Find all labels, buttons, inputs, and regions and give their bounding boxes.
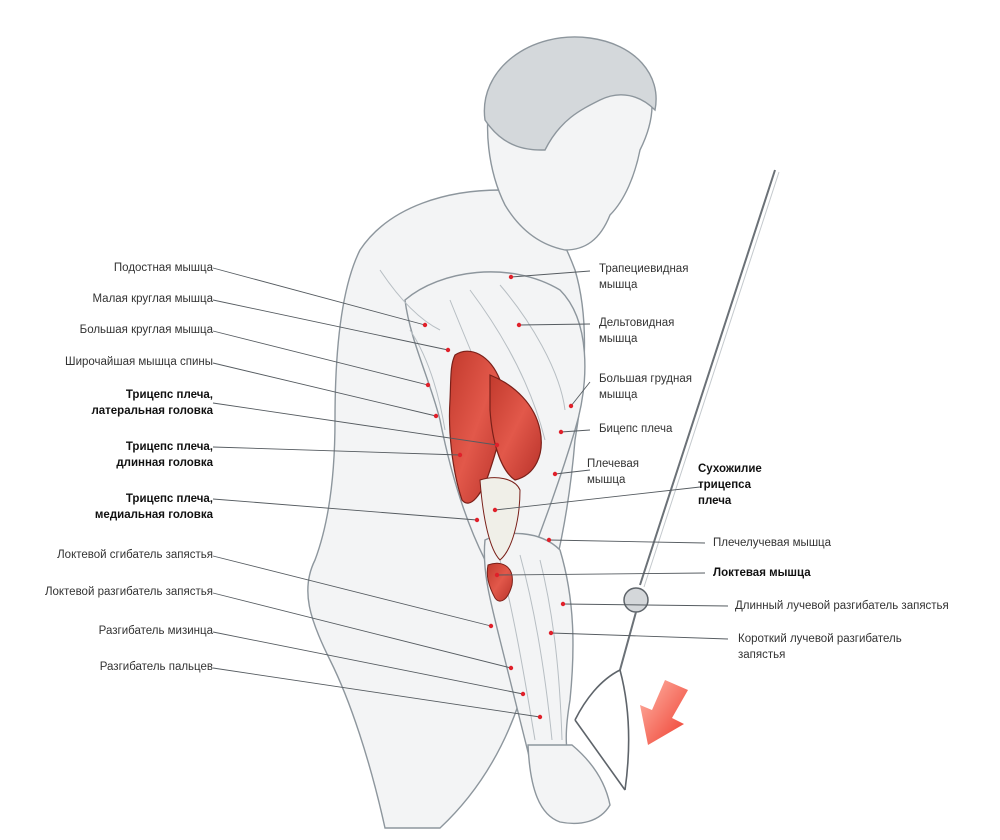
- label-brachioradialis: Плечелучевая мышца: [713, 537, 832, 549]
- label-anconeus: Локтевая мышца: [713, 567, 811, 579]
- label-latissimus-dorsi: Широчайшая мышца спины: [65, 356, 213, 368]
- label-brachialis: Плечевая мышца: [587, 458, 639, 486]
- hair-sketch: [483, 36, 657, 151]
- label-triceps-lateral-head: Трицепс плеча, латеральная головка: [91, 389, 213, 417]
- cable-pulley-icon: [619, 169, 780, 671]
- label-extensor-carpi-radialis-brevis: Короткий лучевой разгибатель запястья: [738, 633, 902, 661]
- hand-outline: [527, 744, 611, 825]
- label-flexor-carpi-ulnaris: Локтевой сгибатель запястья: [57, 549, 213, 561]
- label-teres-major: Большая круглая мышца: [79, 324, 213, 336]
- label-triceps-tendon: Сухожилие трицепса плеча: [698, 463, 762, 507]
- leader-lines-right: [494, 270, 729, 640]
- leader-dots: [422, 274, 574, 720]
- rope-handle-icon: [574, 669, 630, 791]
- label-triceps-medial-head: Трицепс плеча, медиальная головка: [94, 493, 213, 521]
- label-trapezius: Трапециевидная мышца: [599, 263, 689, 291]
- label-pectoralis-major: Большая грудная мышца: [599, 373, 692, 401]
- triceps-highlight: [448, 350, 542, 602]
- downward-arrow-icon: [640, 680, 688, 745]
- label-triceps-long-head: Трицепс плеча, длинная головка: [116, 441, 213, 469]
- leader-lines-left: [212, 267, 541, 718]
- body-sketch: [307, 36, 657, 829]
- label-teres-minor: Малая круглая мышца: [92, 293, 213, 305]
- label-biceps: Бицепс плеча: [599, 423, 673, 435]
- label-infraspinatus: Подостная мышца: [113, 262, 213, 274]
- triceps-tendon: [479, 477, 521, 561]
- anconeus-muscle: [486, 562, 513, 602]
- label-extensor-carpi-radialis-longus: Длинный лучевой разгибатель запястья: [735, 600, 949, 612]
- label-extensor-digiti-minimi: Разгибатель мизинца: [98, 625, 213, 637]
- label-extensor-digitorum: Разгибатель пальцев: [99, 661, 213, 673]
- label-deltoid: Дельтовидная мышца: [599, 317, 675, 345]
- label-extensor-carpi-ulnaris: Локтевой разгибатель запястья: [44, 586, 213, 598]
